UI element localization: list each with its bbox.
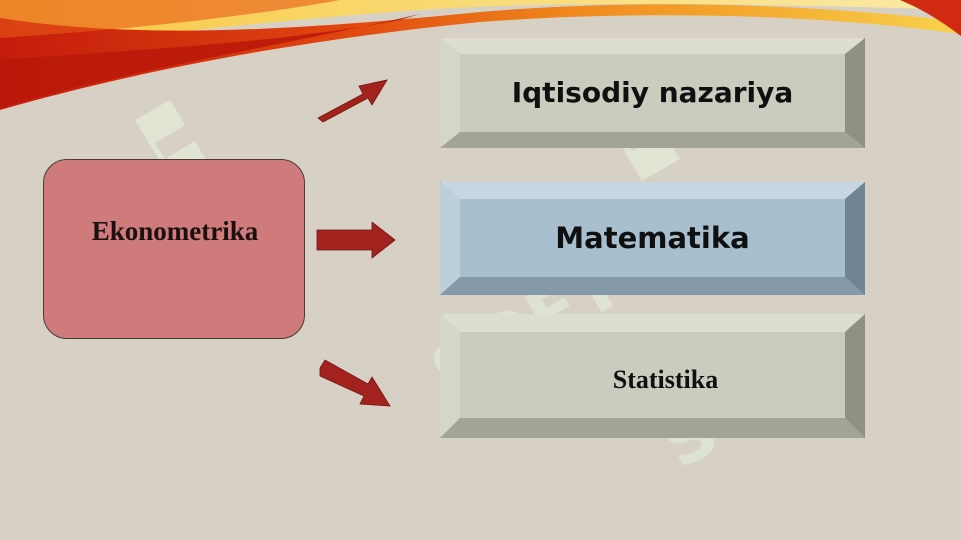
target-node-statistika: Statistika — [440, 314, 865, 438]
target-label: Iqtisodiy nazariya — [511, 76, 794, 109]
arrow-right-icon — [317, 79, 388, 123]
arrow-to-iqtisodiy — [317, 79, 388, 123]
target-node-iqtisodiy: Iqtisodiy nazariya — [440, 38, 865, 148]
source-label: Ekonometrika — [91, 216, 259, 246]
target-label: Matematika — [555, 221, 750, 255]
arrow-right-icon — [319, 359, 391, 407]
target-label: Statistika — [612, 365, 719, 394]
source-node: Ekonometrika — [43, 159, 305, 339]
swoosh-decoration — [0, 0, 961, 110]
target-node-matematika: Matematika — [440, 182, 865, 295]
arrow-to-matematika — [316, 222, 396, 259]
arrow-right-icon — [316, 222, 396, 259]
arrow-to-statistika — [319, 359, 391, 407]
